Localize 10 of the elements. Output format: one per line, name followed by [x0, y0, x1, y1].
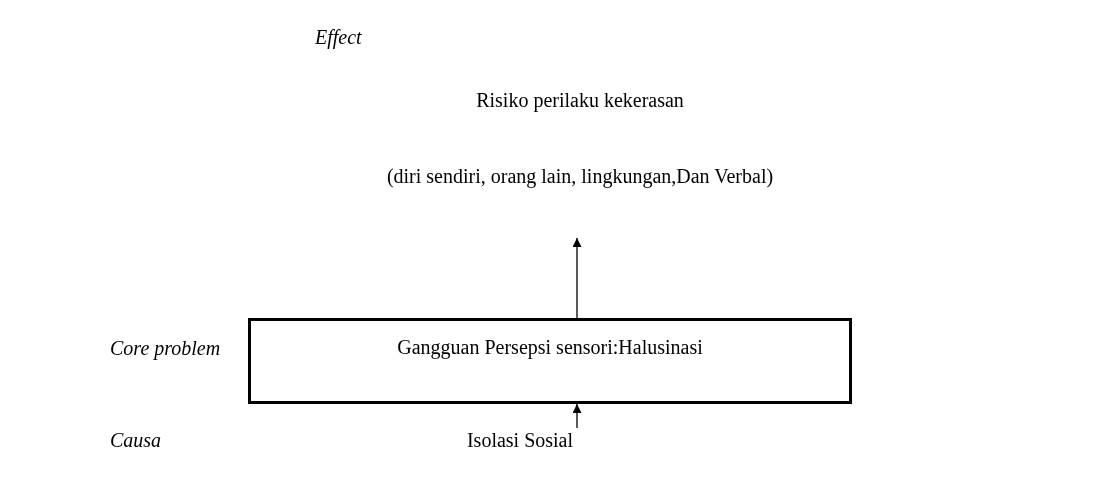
- process-box: [248, 318, 852, 404]
- row-label: Causa: [110, 428, 162, 452]
- row-label: Core problem: [110, 336, 221, 360]
- row-label: Effect: [315, 25, 362, 49]
- arrow: [572, 237, 582, 319]
- arrow: [572, 403, 582, 429]
- node-text: (diri sendiri, orang lain, lingkungan,Dan Verbal): [386, 164, 774, 188]
- node-text: Risiko perilaku kekerasan: [476, 88, 684, 112]
- node-text: Isolasi Sosial: [466, 428, 574, 452]
- node-text: Gangguan Persepsi sensori:Halusinasi: [397, 335, 703, 359]
